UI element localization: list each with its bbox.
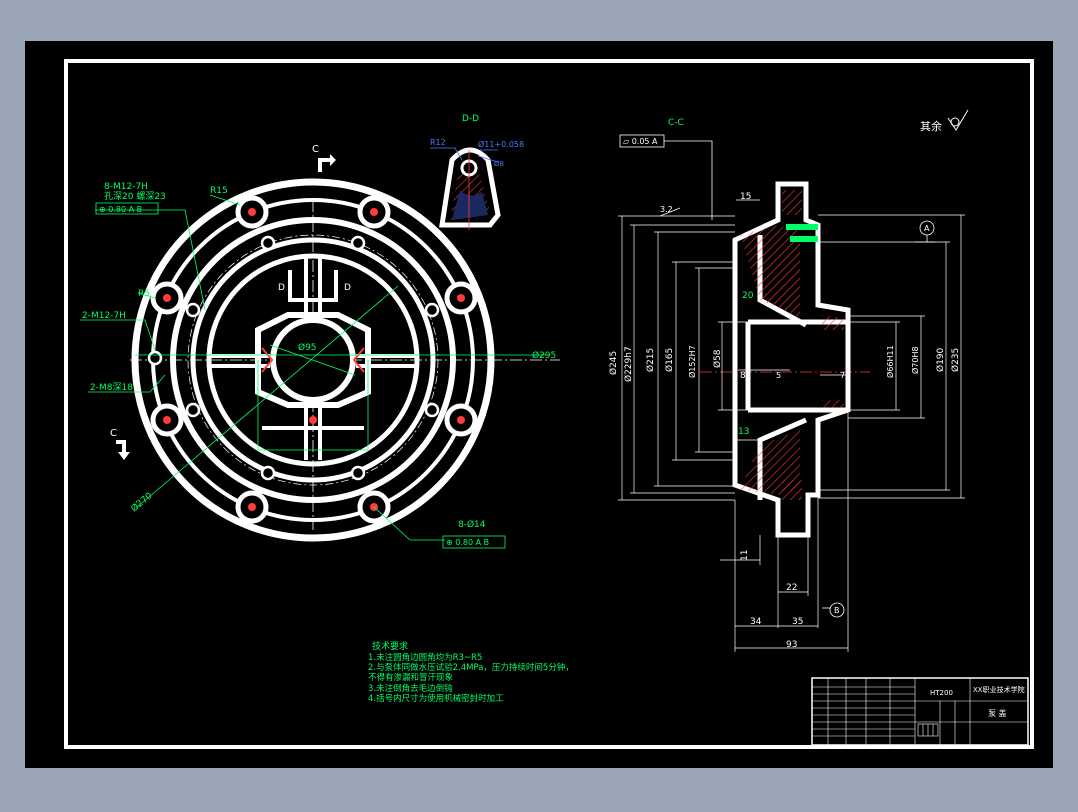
title-block: HT200 XX职业技术学院 泵 盖 (811, 677, 1029, 746)
d66-label: Ø66H11 (885, 345, 895, 378)
dim-93: 93 (786, 640, 797, 650)
notes-line-4: 3.未注倒角去毛边倒钝 (368, 683, 453, 694)
d270-leader (135, 285, 399, 509)
section-mark-d-left: D (278, 283, 285, 293)
holes-8d14-label: 8-Ø14 (458, 519, 486, 530)
d229-label: Ø229h7 (623, 346, 634, 382)
sheet-frame (64, 59, 1034, 749)
outer-flange-ring (131, 178, 495, 542)
notes-line-5: 4.括号内尺寸为使用机械密封时加工 (368, 693, 504, 704)
flatness-leader (664, 140, 713, 220)
thread-callout-1: 8-M12-7H (104, 182, 148, 192)
datum-a: A (915, 220, 935, 243)
cc-title: C-C (668, 118, 684, 128)
seal-groove-2 (790, 236, 818, 242)
section-view-cc: C-C ⏥ 0.05 A (608, 109, 969, 652)
dim-5: 5 (776, 371, 781, 380)
r15-label: R15 (210, 186, 228, 196)
d245-label: Ø245 (608, 351, 619, 375)
flatness-label: ⏥ 0.05 A (623, 137, 658, 146)
dd-title: D-D (462, 114, 479, 124)
seal-groove-1 (786, 224, 818, 230)
body-ring-3 (206, 253, 420, 467)
svg-text:C: C (312, 144, 319, 155)
d58-label: Ø58 (712, 349, 723, 368)
roughness-symbol-icon (947, 109, 969, 131)
d152-label: Ø152H7 (687, 345, 697, 378)
notes-line-3: 不得有渗漏和冒汗现象 (368, 672, 454, 683)
technical-notes: 技术要求 1.未注圆角边圆角均为R3~R5 2.与泵体同做水压试验2.4MPa，… (368, 640, 574, 704)
body-ring-2 (190, 237, 436, 483)
d235-label: Ø235 (950, 348, 961, 372)
dim-7: 7 (840, 371, 845, 380)
leaders-left (80, 194, 445, 541)
pos-tol-1: ⊕ 0.80 A B (99, 205, 142, 214)
dd-hole-tol: Ø11+0.058 (478, 139, 524, 149)
svg-text:B: B (834, 606, 840, 615)
front-view: 8-M12-7H 孔深20 螺深23 ⊕ 0.80 A B R15 R5 2-M… (80, 144, 560, 549)
cc-dim-lines (618, 199, 965, 652)
pos-tol-frame-1 (95, 202, 159, 215)
outer-bolt-bosses (150, 195, 478, 524)
section-mark-c-bottom: C (110, 428, 130, 460)
notes-line-2: 2.与泵体同做水压试验2.4MPa，压力持续时间5分钟， (368, 662, 574, 673)
roughness-32: 3.2 (660, 205, 673, 214)
section-mark-c-top: C (312, 144, 336, 172)
thread-2m8-label: 2-M8深18 (90, 382, 133, 393)
bolt-circle (187, 234, 439, 486)
dim-15: 15 (740, 192, 751, 202)
d190-label: Ø190 (935, 347, 946, 372)
ribs (210, 258, 416, 460)
d95-leader (269, 344, 356, 376)
dim-22: 22 (786, 583, 797, 593)
thread-callout-1b: 孔深20 螺深23 (104, 191, 166, 202)
title-part-name: 泵 盖 (988, 708, 1007, 718)
notes-title: 技术要求 (372, 640, 408, 652)
title-school: XX职业技术学院 (973, 685, 1025, 694)
other-roughness-label: 其余 (920, 119, 942, 133)
svg-text:C: C (110, 428, 117, 439)
dim-8: 8 (740, 371, 746, 381)
title-material: HT200 (930, 689, 953, 697)
d165-label: Ø165 (664, 348, 675, 372)
dd-hole-tol-b: Ø8 (494, 160, 504, 168)
dim-34: 34 (750, 617, 762, 627)
svg-text:A: A (924, 224, 930, 233)
cc-hatching (740, 190, 844, 500)
thread-2m12-label: 2-M12-7H (82, 311, 126, 321)
dim-35: 35 (792, 617, 803, 627)
d70-label: Ø70H8 (910, 346, 920, 374)
d295-label: Ø295 (532, 350, 556, 361)
pos-tol-2: ⊕ 0.80 A B (446, 538, 489, 547)
dim-20: 20 (742, 291, 754, 301)
section-view-dd: D-D R12 Ø11+0.058 Ø8 (430, 114, 524, 230)
r-small-label: R5 (138, 289, 150, 299)
dd-r12: R12 (430, 138, 446, 147)
dim-11: 11 (740, 550, 750, 561)
dim-13: 13 (738, 427, 749, 437)
section-mark-d-right: D (344, 283, 351, 293)
datum-b: B (822, 602, 845, 618)
d215-label: Ø215 (645, 348, 656, 372)
notes-line-1: 1.未注圆角边圆角均为R3~R5 (368, 652, 482, 663)
d95-label: Ø95 (298, 342, 317, 353)
pos-tol-frame-2 (442, 535, 506, 549)
body-ring-1 (170, 217, 456, 503)
